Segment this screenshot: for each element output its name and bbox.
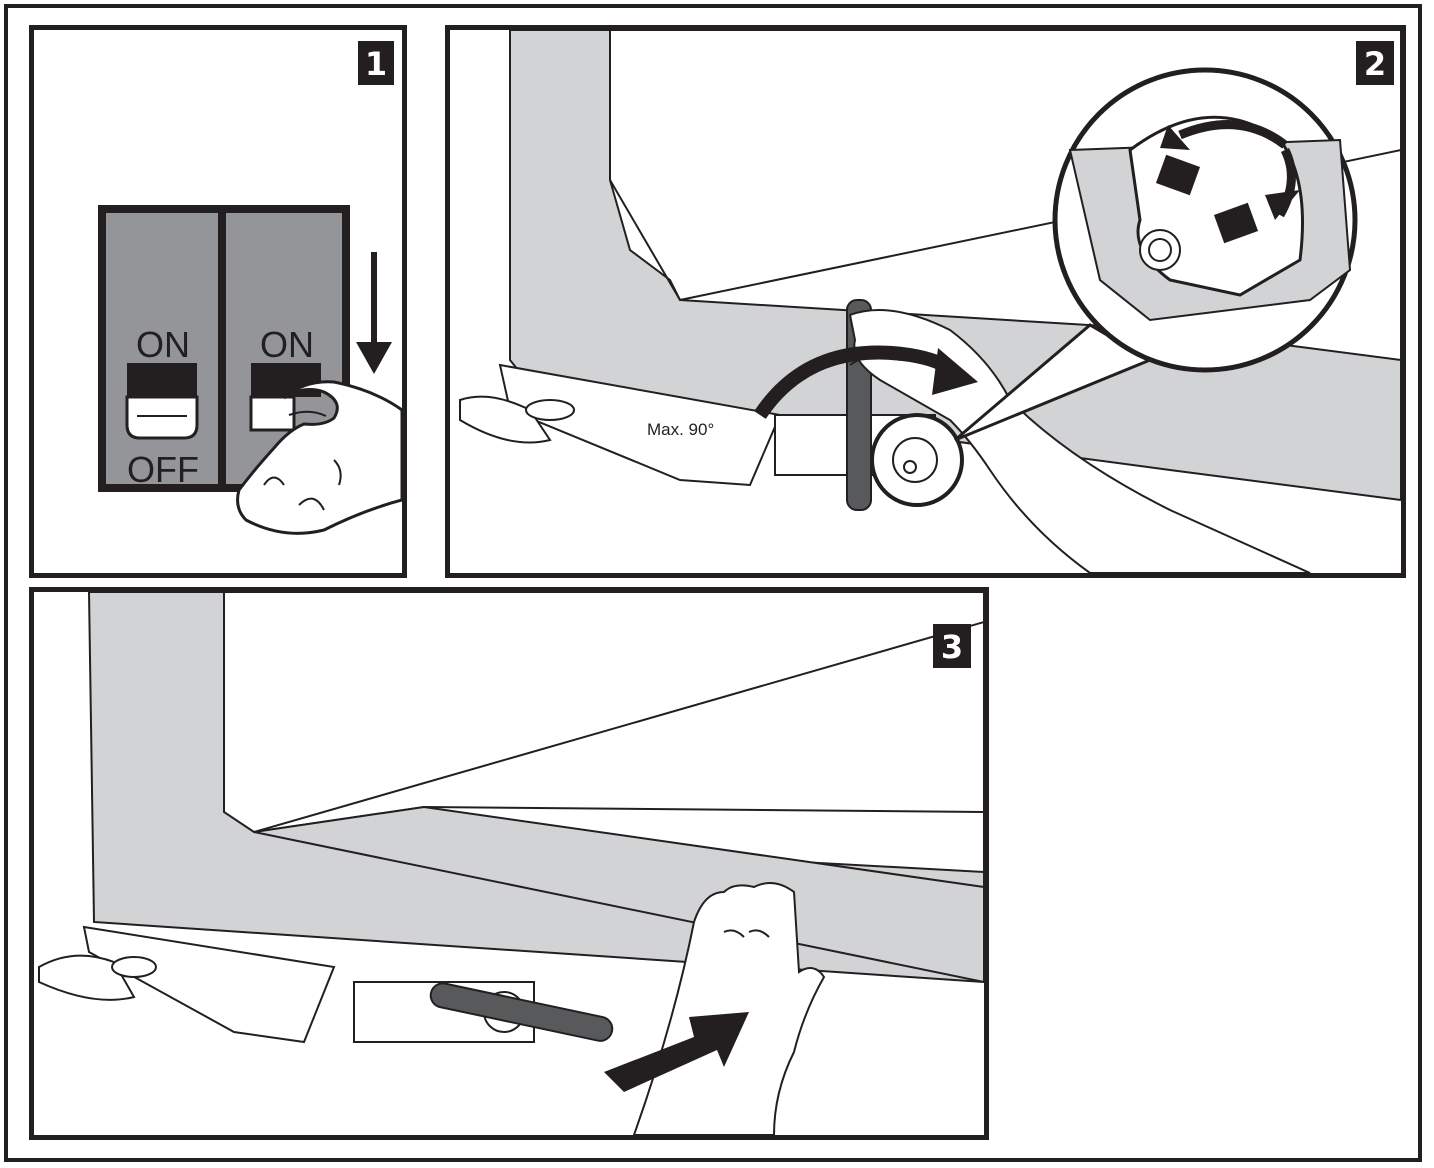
step-2-number: 2: [1364, 45, 1386, 83]
down-arrow-icon: [356, 342, 392, 374]
switch-left-off-label: OFF: [127, 449, 199, 490]
max-angle-label: Max. 90°: [647, 420, 714, 439]
step-3-number: 3: [941, 628, 963, 666]
step-2-panel: Max. 90° 2: [445, 25, 1406, 578]
step-1-number: 1: [365, 45, 387, 83]
left-toggle-lever: [127, 397, 197, 438]
zoom-detail-contents: [1070, 117, 1350, 320]
left-toggle-dark: [127, 363, 197, 397]
switch-left-on-label: ON: [136, 324, 190, 365]
step-1-panel: 1 ON OFF ON: [29, 25, 407, 578]
step-3-illustration: 3: [34, 592, 984, 1135]
switch-right-on-label: ON: [260, 324, 314, 365]
step-2-illustration: Max. 90° 2: [450, 30, 1401, 573]
step-1-illustration: 1 ON OFF ON: [34, 30, 402, 573]
right-toggle-dark: [251, 363, 321, 397]
step-3-panel: 3: [29, 587, 989, 1140]
